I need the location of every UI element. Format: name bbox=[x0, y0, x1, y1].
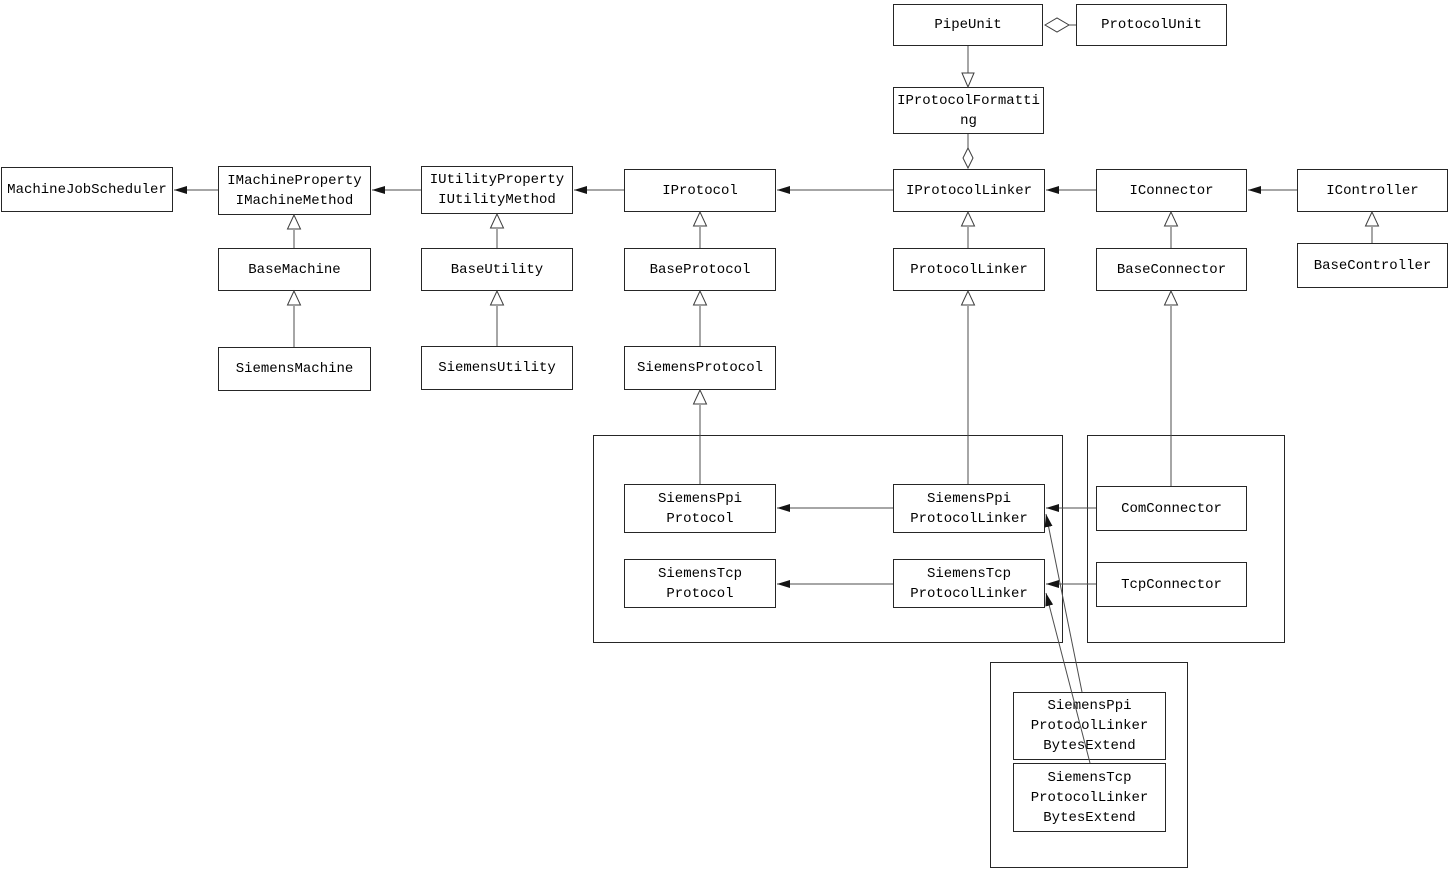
inheritance-triangle-siemensprotocol bbox=[692, 388, 708, 405]
class-box-siemens-tcp-protocol-linker-bytes-extend: SiemensTcp ProtocolLinker BytesExtend bbox=[1013, 763, 1166, 832]
class-box-tcp-connector: TcpConnector bbox=[1096, 562, 1247, 607]
triangle-down-iprotocolformatting bbox=[961, 72, 975, 89]
inheritance-triangle-baseutility bbox=[489, 289, 505, 306]
class-box-siemens-tcp-protocol: SiemensTcp Protocol bbox=[624, 559, 776, 608]
class-box-base-protocol: BaseProtocol bbox=[624, 248, 776, 291]
class-box-imachine-property-method: IMachineProperty IMachineMethod bbox=[218, 166, 371, 215]
class-box-siemens-ppi-protocol-linker: SiemensPpi ProtocolLinker bbox=[893, 484, 1045, 533]
aggregation-diamond-pipeunit bbox=[1044, 17, 1070, 33]
class-box-machine-job-scheduler: MachineJobScheduler bbox=[1, 167, 173, 212]
inheritance-triangle-baseprotocol bbox=[692, 289, 708, 306]
class-box-com-connector: ComConnector bbox=[1096, 486, 1247, 531]
class-box-siemens-protocol: SiemensProtocol bbox=[624, 346, 776, 390]
group-siemens-protocol-implementations bbox=[593, 435, 1063, 643]
class-box-iprotocol-formatting: IProtocolFormatti ng bbox=[893, 87, 1044, 134]
inheritance-triangle-iutility bbox=[489, 212, 505, 229]
class-box-iprotocol-linker: IProtocolLinker bbox=[893, 169, 1045, 212]
class-box-base-controller: BaseController bbox=[1297, 243, 1448, 288]
class-box-siemens-tcp-protocol-linker: SiemensTcp ProtocolLinker bbox=[893, 559, 1045, 608]
inheritance-triangle-icontroller bbox=[1364, 210, 1380, 227]
inheritance-triangle-baseconnector bbox=[1163, 289, 1179, 306]
class-box-siemens-ppi-protocol-linker-bytes-extend: SiemensPpi ProtocolLinker BytesExtend bbox=[1013, 692, 1166, 760]
class-box-iconnector: IConnector bbox=[1096, 169, 1247, 212]
inheritance-triangle-iprotocollinker bbox=[960, 210, 976, 227]
class-box-base-machine: BaseMachine bbox=[218, 248, 371, 291]
inheritance-triangle-iconnector bbox=[1163, 210, 1179, 227]
aggregation-diamond-iprotocollinker bbox=[962, 146, 974, 170]
class-box-iutility-property-method: IUtilityProperty IUtilityMethod bbox=[421, 166, 573, 214]
inheritance-triangle-protocollinker bbox=[960, 289, 976, 306]
class-box-siemens-machine: SiemensMachine bbox=[218, 347, 371, 391]
inheritance-triangle-basemachine bbox=[286, 289, 302, 306]
class-box-iprotocol: IProtocol bbox=[624, 169, 776, 212]
group-connector-implementations bbox=[1087, 435, 1285, 643]
inheritance-triangle-imachine bbox=[286, 213, 302, 230]
class-box-siemens-ppi-protocol: SiemensPpi Protocol bbox=[624, 484, 776, 533]
class-box-pipe-unit: PipeUnit bbox=[893, 4, 1043, 46]
class-box-siemens-utility: SiemensUtility bbox=[421, 346, 573, 390]
class-box-base-connector: BaseConnector bbox=[1096, 248, 1247, 291]
inheritance-triangle-iprotocol bbox=[692, 210, 708, 227]
class-box-icontroller: IController bbox=[1297, 169, 1448, 212]
class-box-base-utility: BaseUtility bbox=[421, 248, 573, 291]
class-box-protocol-unit: ProtocolUnit bbox=[1076, 4, 1227, 46]
class-box-protocol-linker: ProtocolLinker bbox=[893, 248, 1045, 291]
